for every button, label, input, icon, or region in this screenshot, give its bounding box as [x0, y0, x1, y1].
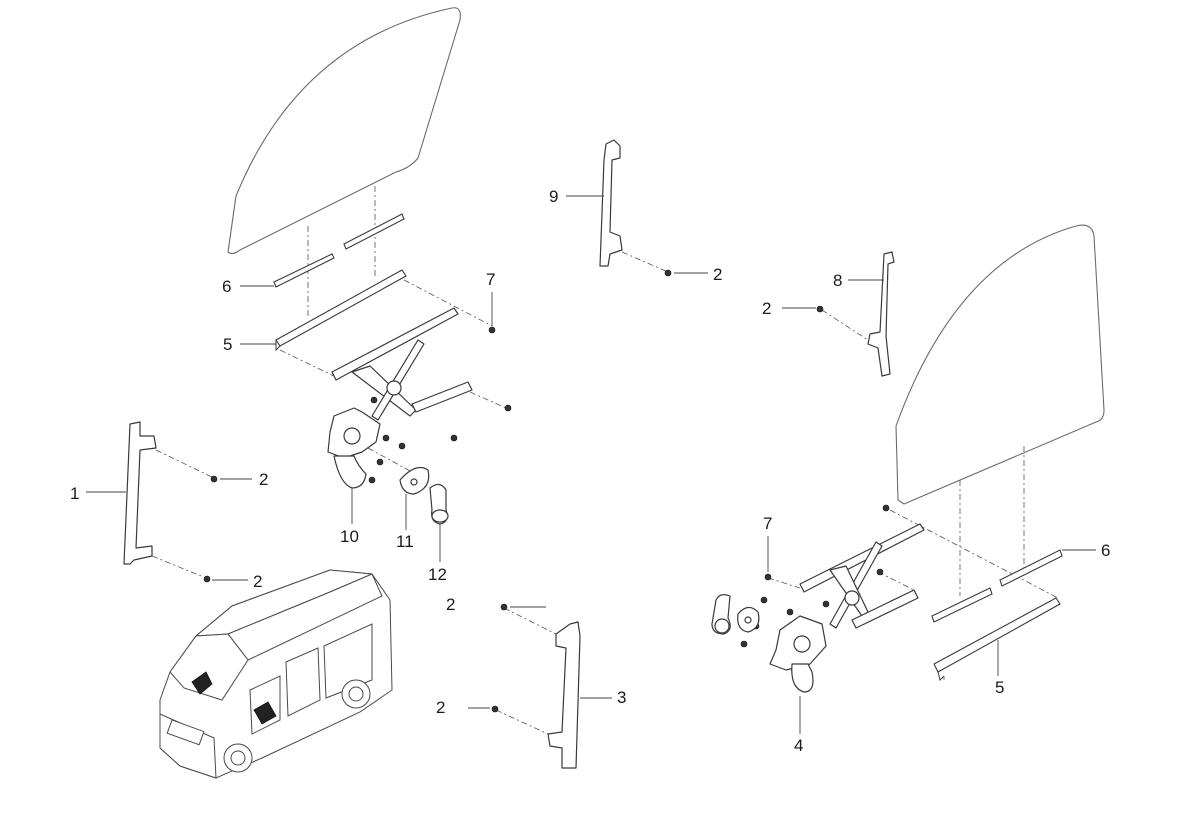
van-side-window [285, 647, 321, 717]
van-slide-window [323, 623, 373, 699]
callout-5: 5 [223, 335, 232, 354]
callout-2: 2 [436, 698, 445, 717]
callout-5: 5 [995, 678, 1004, 697]
bolt [504, 404, 512, 412]
bolt [882, 504, 890, 512]
right-glass-strip-rear [999, 549, 1063, 587]
bolt [210, 475, 218, 483]
callout-1: 1 [70, 484, 79, 503]
left-regulator-lower-rail [411, 381, 473, 413]
callout-2: 2 [762, 299, 771, 318]
bolt [370, 396, 378, 404]
callout-7: 7 [486, 270, 495, 289]
callout-9: 9 [549, 187, 558, 206]
bolt [368, 476, 376, 484]
right-rear-glass-run [547, 621, 581, 769]
bolt [203, 575, 211, 583]
callout-7: 7 [763, 514, 772, 533]
front-window-division-bar-8 [867, 251, 895, 377]
right-regulator-lower-rail [851, 589, 919, 629]
van-grille [166, 719, 205, 746]
callout-2: 2 [446, 595, 455, 614]
front-window-division-bar-9 [599, 139, 623, 267]
projection-line [877, 571, 915, 591]
left-regulator-arm-b [371, 339, 425, 421]
projection-line [621, 251, 669, 273]
left-handle-knob [431, 509, 449, 523]
right-bolt-7 [764, 573, 772, 581]
projection-line [367, 447, 413, 473]
left-sector-plate [333, 455, 367, 489]
projection-line [279, 349, 339, 379]
bolt [876, 568, 884, 576]
left-rear-glass-run [123, 421, 157, 565]
callout-10: 10 [340, 527, 359, 546]
projection-line [469, 391, 507, 409]
left-glass-strip-front [273, 253, 335, 288]
bolt [816, 305, 824, 313]
left-glass-channel [275, 269, 407, 347]
right-regulator-pivot [844, 590, 860, 606]
projection-line [495, 709, 549, 735]
callout-2: 2 [713, 265, 722, 284]
left-regulator-upper-rail [331, 307, 459, 381]
van-front-hub [230, 750, 246, 766]
right-glass-strip-front [931, 587, 993, 623]
bolt [382, 434, 390, 442]
bolt [760, 596, 768, 604]
right-motor-gear [793, 635, 811, 653]
projection-line [403, 279, 493, 327]
van-highlight-regulator-front [191, 671, 213, 695]
callout-6: 6 [222, 277, 231, 296]
right-door-glass [895, 224, 1105, 505]
left-motor-gear [343, 427, 361, 445]
callout-12: 12 [428, 565, 447, 584]
bolt [491, 705, 499, 713]
bolt [664, 269, 672, 277]
left-bolt-7 [488, 326, 496, 334]
left-glass-channel-end [275, 340, 281, 352]
callout-2: 2 [259, 470, 268, 489]
bolt [398, 442, 406, 450]
left-cover-center [410, 478, 418, 486]
van-rear-hub [348, 686, 364, 702]
callout-11: 11 [396, 532, 414, 551]
callout-2: 2 [253, 572, 262, 591]
projection-line [503, 607, 557, 635]
callout-3: 3 [617, 688, 626, 707]
callout-8: 8 [833, 271, 842, 290]
right-sector-plate [791, 663, 814, 693]
right-handle-knob [714, 618, 730, 634]
projection-line [889, 509, 1059, 599]
bolt [500, 603, 508, 611]
van-highlight-regulator-side [253, 701, 277, 725]
right-regulator-arm-a [829, 541, 883, 629]
projection-line [767, 577, 801, 589]
callout-6: 6 [1101, 541, 1110, 560]
left-door-glass [227, 7, 461, 255]
right-glass-channel-end [937, 671, 945, 681]
bolt [822, 600, 830, 608]
bolt [740, 640, 748, 648]
bolt [450, 434, 458, 442]
bolt [786, 608, 794, 616]
van-illustration [159, 569, 393, 779]
bolt [376, 458, 384, 466]
right-cover-center [744, 616, 752, 624]
right-glass-channel [933, 597, 1061, 673]
projection-line [155, 449, 215, 479]
projection-line [821, 309, 869, 341]
callout-4: 4 [794, 736, 803, 755]
projection-line [151, 555, 207, 579]
left-glass-strip-rear [343, 213, 405, 250]
left-regulator-pivot [386, 380, 402, 396]
